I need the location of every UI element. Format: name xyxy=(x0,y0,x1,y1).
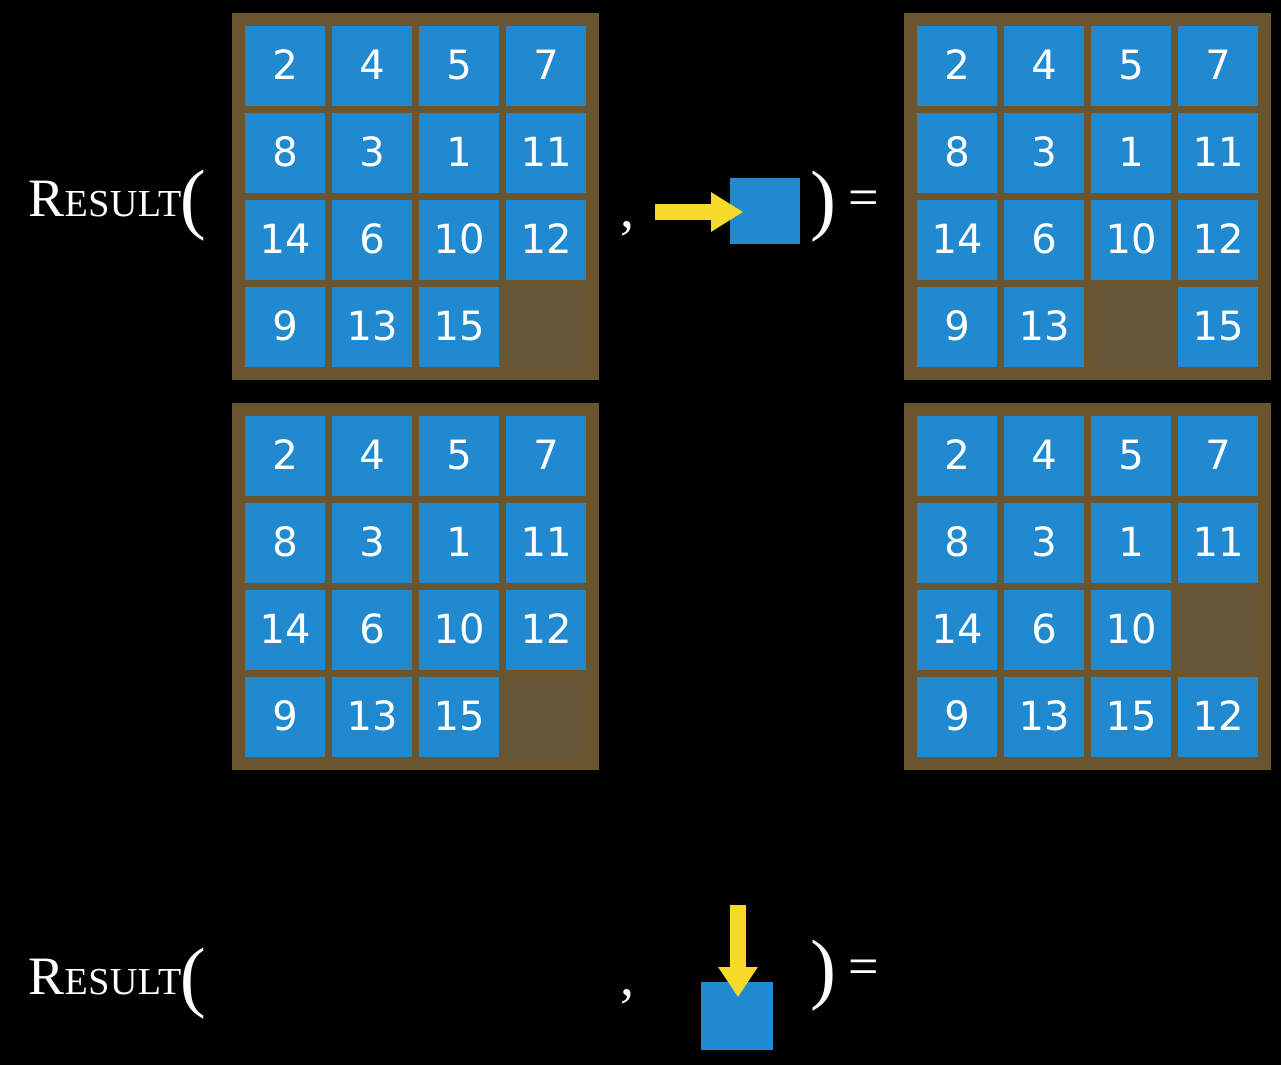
result-function-name: Result xyxy=(28,946,182,1006)
tile[interactable]: 3 xyxy=(1004,113,1084,193)
tile[interactable]: 8 xyxy=(917,113,997,193)
output-board-row-2[interactable]: 2 4 5 7 8 3 1 11 14 6 10 9 13 15 12 xyxy=(904,403,1271,770)
move-action-row-1 xyxy=(650,170,810,260)
comma-row-2: , xyxy=(620,946,634,1008)
equation-row-right-move: Result( 2 4 5 7 8 3 1 11 14 6 10 12 9 13… xyxy=(0,0,1281,390)
tile[interactable]: 4 xyxy=(1004,26,1084,106)
tile[interactable]: 15 xyxy=(1091,677,1171,757)
tile[interactable]: 15 xyxy=(1178,287,1258,367)
tile[interactable]: 3 xyxy=(332,503,412,583)
tile[interactable]: 9 xyxy=(917,677,997,757)
result-label-row-2: Result( xyxy=(28,932,206,1019)
tile[interactable]: 5 xyxy=(1091,26,1171,106)
arrow-down-icon xyxy=(718,905,758,997)
move-tile-icon xyxy=(730,178,800,244)
empty-slot[interactable] xyxy=(1091,287,1171,367)
tile[interactable]: 10 xyxy=(419,200,499,280)
tile[interactable]: 5 xyxy=(419,416,499,496)
tile[interactable]: 10 xyxy=(1091,200,1171,280)
output-board-row-1[interactable]: 2 4 5 7 8 3 1 11 14 6 10 12 9 13 15 xyxy=(904,13,1271,380)
tile[interactable]: 13 xyxy=(332,677,412,757)
tile[interactable]: 5 xyxy=(419,26,499,106)
input-board-row-2[interactable]: 2 4 5 7 8 3 1 11 14 6 10 12 9 13 15 xyxy=(232,403,599,770)
tile[interactable]: 12 xyxy=(506,590,586,670)
empty-slot[interactable] xyxy=(1178,590,1258,670)
tile[interactable]: 6 xyxy=(1004,590,1084,670)
tile[interactable]: 6 xyxy=(332,590,412,670)
move-action-row-2 xyxy=(690,895,810,1065)
tile[interactable]: 9 xyxy=(245,677,325,757)
tile[interactable]: 5 xyxy=(1091,416,1171,496)
tile[interactable]: 2 xyxy=(917,26,997,106)
tile[interactable]: 4 xyxy=(332,26,412,106)
tile[interactable]: 12 xyxy=(506,200,586,280)
tile[interactable]: 6 xyxy=(332,200,412,280)
tile[interactable]: 14 xyxy=(245,590,325,670)
tile[interactable]: 14 xyxy=(917,590,997,670)
tile[interactable]: 8 xyxy=(245,503,325,583)
equation-row-down-move: Result( 2 4 5 7 8 3 1 11 14 6 10 12 9 13… xyxy=(0,390,1281,1050)
comma-row-1: , xyxy=(620,178,634,240)
tile[interactable]: 1 xyxy=(419,113,499,193)
equals-sign-row-2: = xyxy=(847,936,879,996)
tile[interactable]: 2 xyxy=(917,416,997,496)
tile[interactable]: 11 xyxy=(506,503,586,583)
tile[interactable]: 9 xyxy=(245,287,325,367)
result-label-row-1: Result( xyxy=(28,154,206,241)
close-equals-row-1: ) = xyxy=(810,155,879,242)
tile[interactable]: 1 xyxy=(1091,503,1171,583)
equals-sign-row-1: = xyxy=(847,167,879,227)
tile[interactable]: 6 xyxy=(1004,200,1084,280)
tile[interactable]: 8 xyxy=(917,503,997,583)
tile[interactable]: 1 xyxy=(419,503,499,583)
tile[interactable]: 15 xyxy=(419,677,499,757)
tile[interactable]: 1 xyxy=(1091,113,1171,193)
arrow-right-icon xyxy=(655,192,743,232)
tile[interactable]: 7 xyxy=(506,416,586,496)
result-function-name: Result xyxy=(28,168,182,228)
tile[interactable]: 13 xyxy=(332,287,412,367)
empty-slot[interactable] xyxy=(506,677,586,757)
close-equals-row-2: ) = xyxy=(810,924,879,1011)
tile[interactable]: 14 xyxy=(245,200,325,280)
tile[interactable]: 7 xyxy=(1178,416,1258,496)
tile[interactable]: 9 xyxy=(917,287,997,367)
tile[interactable]: 3 xyxy=(1004,503,1084,583)
tile[interactable]: 11 xyxy=(1178,503,1258,583)
tile[interactable]: 4 xyxy=(1004,416,1084,496)
input-board-row-1[interactable]: 2 4 5 7 8 3 1 11 14 6 10 12 9 13 15 xyxy=(232,13,599,380)
tile[interactable]: 11 xyxy=(1178,113,1258,193)
tile[interactable]: 15 xyxy=(419,287,499,367)
tile[interactable]: 2 xyxy=(245,26,325,106)
empty-slot[interactable] xyxy=(506,287,586,367)
tile[interactable]: 8 xyxy=(245,113,325,193)
tile[interactable]: 13 xyxy=(1004,287,1084,367)
tile[interactable]: 4 xyxy=(332,416,412,496)
tile[interactable]: 12 xyxy=(1178,200,1258,280)
tile[interactable]: 2 xyxy=(245,416,325,496)
tile[interactable]: 14 xyxy=(917,200,997,280)
tile[interactable]: 7 xyxy=(506,26,586,106)
tile[interactable]: 12 xyxy=(1178,677,1258,757)
tile[interactable]: 10 xyxy=(1091,590,1171,670)
tile[interactable]: 7 xyxy=(1178,26,1258,106)
tile[interactable]: 11 xyxy=(506,113,586,193)
tile[interactable]: 10 xyxy=(419,590,499,670)
tile[interactable]: 13 xyxy=(1004,677,1084,757)
tile[interactable]: 3 xyxy=(332,113,412,193)
